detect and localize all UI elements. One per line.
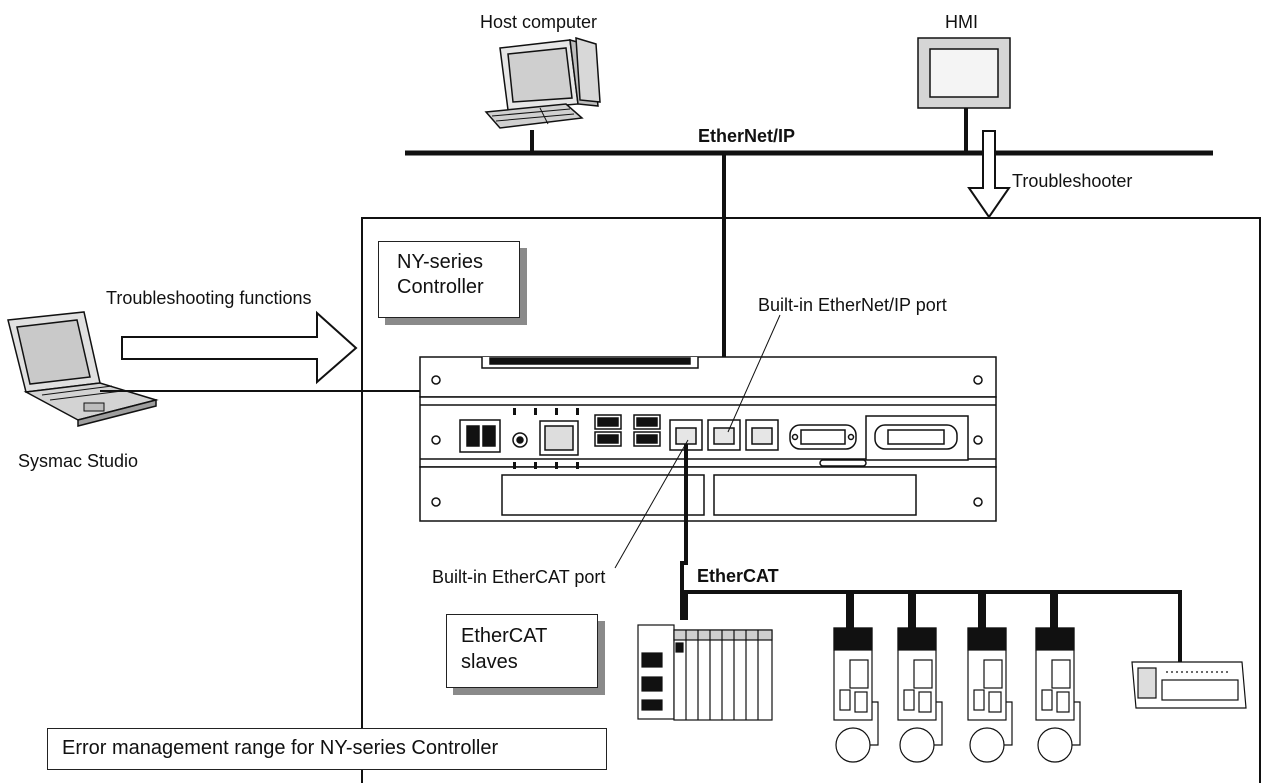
builtin-ethernet-ip-port-label: Built-in EtherNet/IP port [758, 295, 947, 315]
ethercat-io-slave [637, 624, 773, 721]
troubleshooting-functions-label: Troubleshooting functions [106, 288, 312, 308]
controller-line1: NY-series [397, 251, 483, 273]
ethercat-slaves-box: EtherCAT slaves [446, 614, 598, 688]
builtin-ethercat-port-label: Built-in EtherCAT port [432, 567, 606, 587]
ethercat-label: EtherCAT [697, 566, 779, 586]
ethernet-ip-label: EtherNet/IP [698, 126, 796, 146]
troubleshooting-functions-arrow [121, 310, 358, 385]
error-management-range-box: Error management range for NY-series Con… [47, 728, 607, 770]
troubleshooter-label: Troubleshooter [1012, 171, 1133, 191]
sysmac-studio-label: Sysmac Studio [18, 451, 139, 471]
host-computer-icon [484, 36, 601, 129]
servo-drive-2 [897, 627, 943, 763]
error-management-boundary [361, 217, 1261, 783]
servo-drive-3 [967, 627, 1013, 763]
slaves-line2: slaves [461, 651, 518, 673]
ethercat-cable [680, 444, 1182, 662]
servo-drive-4 [1035, 627, 1081, 763]
ny-controller-chassis [419, 356, 997, 522]
slaves-line1: EtherCAT [461, 625, 548, 647]
servo-drive-1 [833, 627, 879, 763]
hmi-icon [917, 37, 1011, 109]
controller-line2: Controller [397, 276, 484, 298]
laptop-icon [7, 311, 159, 427]
controller-box: NY-series Controller [378, 241, 520, 318]
host-computer-label: Host computer [480, 12, 598, 32]
troubleshooter-arrow [967, 130, 1011, 219]
ethercat-flat-slave [1131, 661, 1247, 709]
hmi-label: HMI [945, 12, 978, 32]
